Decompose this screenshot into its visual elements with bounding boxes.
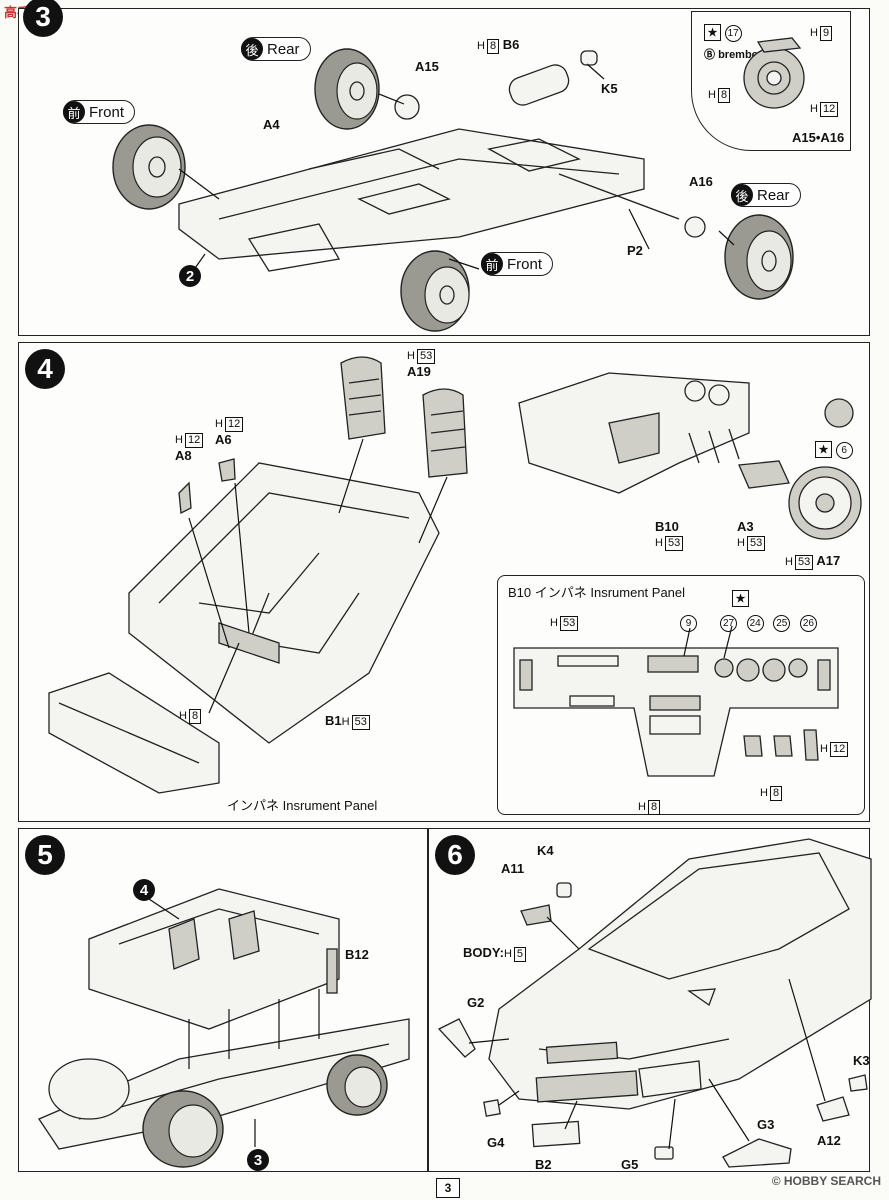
label-k4: K4 bbox=[537, 843, 554, 858]
rear-kanji: 後 bbox=[241, 38, 263, 60]
seat-a19-right bbox=[422, 388, 468, 478]
label-p2: P2 bbox=[627, 243, 643, 258]
step5-panel: 5 4 3 B12 bbox=[18, 828, 428, 1172]
label-k5: K5 bbox=[601, 81, 618, 96]
car-body bbox=[488, 838, 872, 1110]
brake-inset-decal-row: ★ 17 bbox=[704, 24, 742, 42]
nismo-emblem-icon bbox=[824, 398, 854, 428]
interior-tub-assembled bbox=[88, 888, 340, 1030]
step5-drawing bbox=[38, 888, 410, 1168]
b10-inset-title: B10 インパネ Insrument Panel bbox=[508, 585, 686, 600]
label-g2: G2 bbox=[467, 995, 485, 1010]
step6-drawing bbox=[437, 838, 872, 1168]
b10-inset-decal-row: 9 bbox=[680, 614, 697, 632]
star-decal-icon: ★ bbox=[704, 24, 721, 41]
instrument-panel-lower bbox=[48, 672, 220, 794]
label-a12: A12 bbox=[817, 1133, 841, 1148]
step4-badge: 4 bbox=[25, 349, 65, 389]
rear-kanji-2: 後 bbox=[731, 184, 753, 206]
decal-17: 17 bbox=[724, 25, 742, 42]
label-a4: A4 bbox=[263, 117, 280, 132]
wheel-front-left bbox=[112, 124, 186, 210]
label-a15: A15 bbox=[415, 59, 439, 74]
sub-step-4-badge: 4 bbox=[133, 879, 155, 901]
label-instrument-panel: インパネ Insrument Panel bbox=[227, 798, 378, 813]
watermark: © HOBBY SEARCH bbox=[771, 1174, 881, 1188]
rear-tag: 後 Rear bbox=[241, 37, 311, 61]
rear-text-2: Rear bbox=[757, 186, 790, 204]
brake-disc-drawing bbox=[743, 37, 805, 109]
front-tag-2: 前 Front bbox=[481, 252, 554, 276]
label-g4: G4 bbox=[487, 1135, 505, 1150]
label-a11: A11 bbox=[501, 861, 525, 876]
seat-a19-left bbox=[340, 356, 386, 440]
star-decal-icon-2: ★ bbox=[815, 441, 832, 458]
label-a16: A16 bbox=[689, 174, 713, 189]
step3-drawing bbox=[112, 48, 794, 332]
b10-inset-star: ★ bbox=[732, 590, 749, 607]
label-a15-a16: A15•A16 bbox=[792, 130, 845, 145]
wheel-front-bottom bbox=[400, 250, 470, 332]
label-b2: B2 bbox=[535, 1157, 552, 1172]
label-b12: B12 bbox=[345, 947, 369, 962]
brembo-logo: Ⓑ brembo bbox=[704, 49, 759, 61]
label-k3: K3 bbox=[853, 1053, 870, 1068]
sub-step-2-badge: 2 bbox=[179, 265, 201, 287]
rear-text: Rear bbox=[267, 40, 300, 58]
front-kanji: 前 bbox=[63, 101, 85, 123]
page-number: 3 bbox=[436, 1178, 460, 1198]
front-text: Front bbox=[89, 103, 125, 121]
muffler-b6 bbox=[508, 50, 598, 106]
steering-wheel-a17 bbox=[788, 466, 862, 540]
step3-badge: 3 bbox=[23, 0, 63, 37]
step6-badge: 6 bbox=[435, 835, 475, 875]
brembo-icon: Ⓑ bbox=[704, 49, 715, 61]
chassis-drawing bbox=[178, 128, 645, 272]
chassis-assembled bbox=[38, 1018, 410, 1150]
label-g5: G5 bbox=[621, 1157, 639, 1172]
wheel-rear-top bbox=[314, 48, 380, 130]
label-a17-decal: ★ 6 bbox=[815, 441, 853, 459]
front-kanji-2: 前 bbox=[481, 253, 503, 275]
front-text-2: Front bbox=[507, 255, 543, 273]
interior-tub-b1 bbox=[128, 462, 440, 744]
step3-panel: 3 後 Rear 前 Front 前 Front 後 Rear A15 A4 H… bbox=[18, 0, 870, 336]
b10-inset-decal-row-2: 27 24 25 26 bbox=[720, 614, 817, 632]
sub-step-3-badge: 3 bbox=[247, 1149, 269, 1171]
b10-inset-drawing bbox=[513, 625, 839, 777]
star-decal-icon-3: ★ bbox=[732, 590, 749, 607]
front-tag: 前 Front bbox=[63, 100, 136, 124]
wheel-rear-right bbox=[724, 214, 794, 300]
dashboard-b10 bbox=[518, 372, 750, 494]
rear-tag-2: 後 Rear bbox=[731, 183, 801, 207]
step4-drawing bbox=[48, 356, 862, 794]
step5-badge: 5 bbox=[25, 835, 65, 875]
label-g3: G3 bbox=[757, 1117, 775, 1132]
